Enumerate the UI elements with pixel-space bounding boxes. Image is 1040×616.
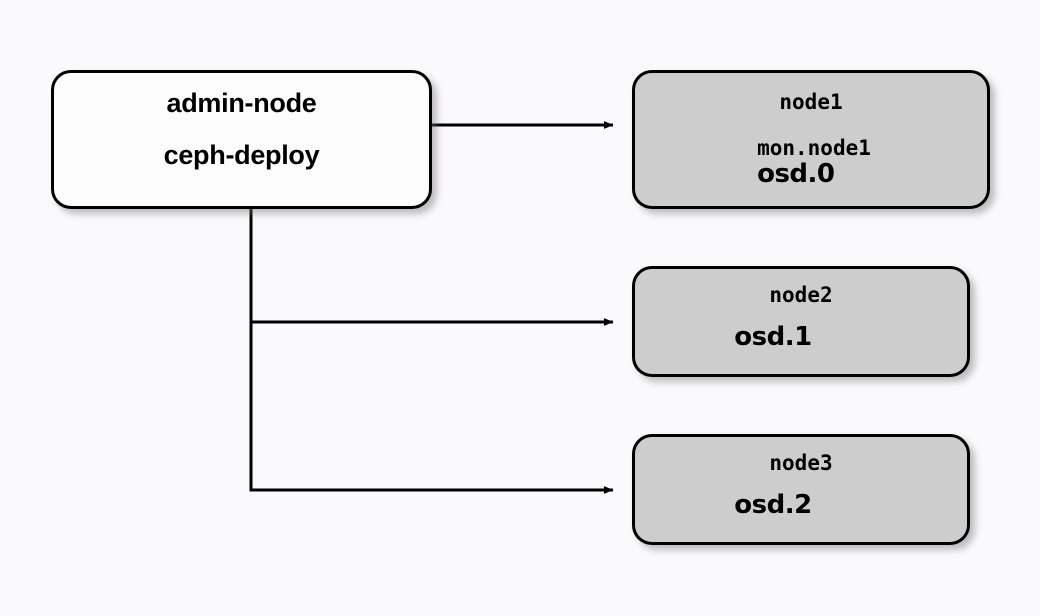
edge-admin-to-node3	[249, 209, 614, 494]
node2-title: node2	[769, 283, 833, 307]
node2-osd-label: osd.1	[734, 322, 812, 352]
node2-daemons: osd.1	[734, 322, 812, 352]
node2-box[interactable]: node2 osd.1	[632, 266, 970, 377]
node1-title: node1	[779, 90, 843, 114]
node3-title: node3	[769, 451, 833, 475]
node1-osd-label: osd.0	[757, 159, 835, 189]
node1-daemons: mon.node1 osd.0	[757, 138, 871, 188]
edge-admin-to-node2	[249, 209, 614, 326]
admin-node-label: admin-node	[166, 88, 317, 118]
node1-box[interactable]: node1 mon.node1 osd.0	[632, 70, 990, 209]
node1-mon-label: mon.node1	[757, 136, 871, 160]
node3-daemons: osd.2	[734, 490, 812, 520]
node3-box[interactable]: node3 osd.2	[632, 434, 970, 545]
ceph-deploy-label: ceph-deploy	[163, 140, 320, 171]
node3-osd-label: osd.2	[734, 490, 812, 520]
admin-node-box[interactable]: admin-node ceph-deploy	[51, 70, 432, 209]
